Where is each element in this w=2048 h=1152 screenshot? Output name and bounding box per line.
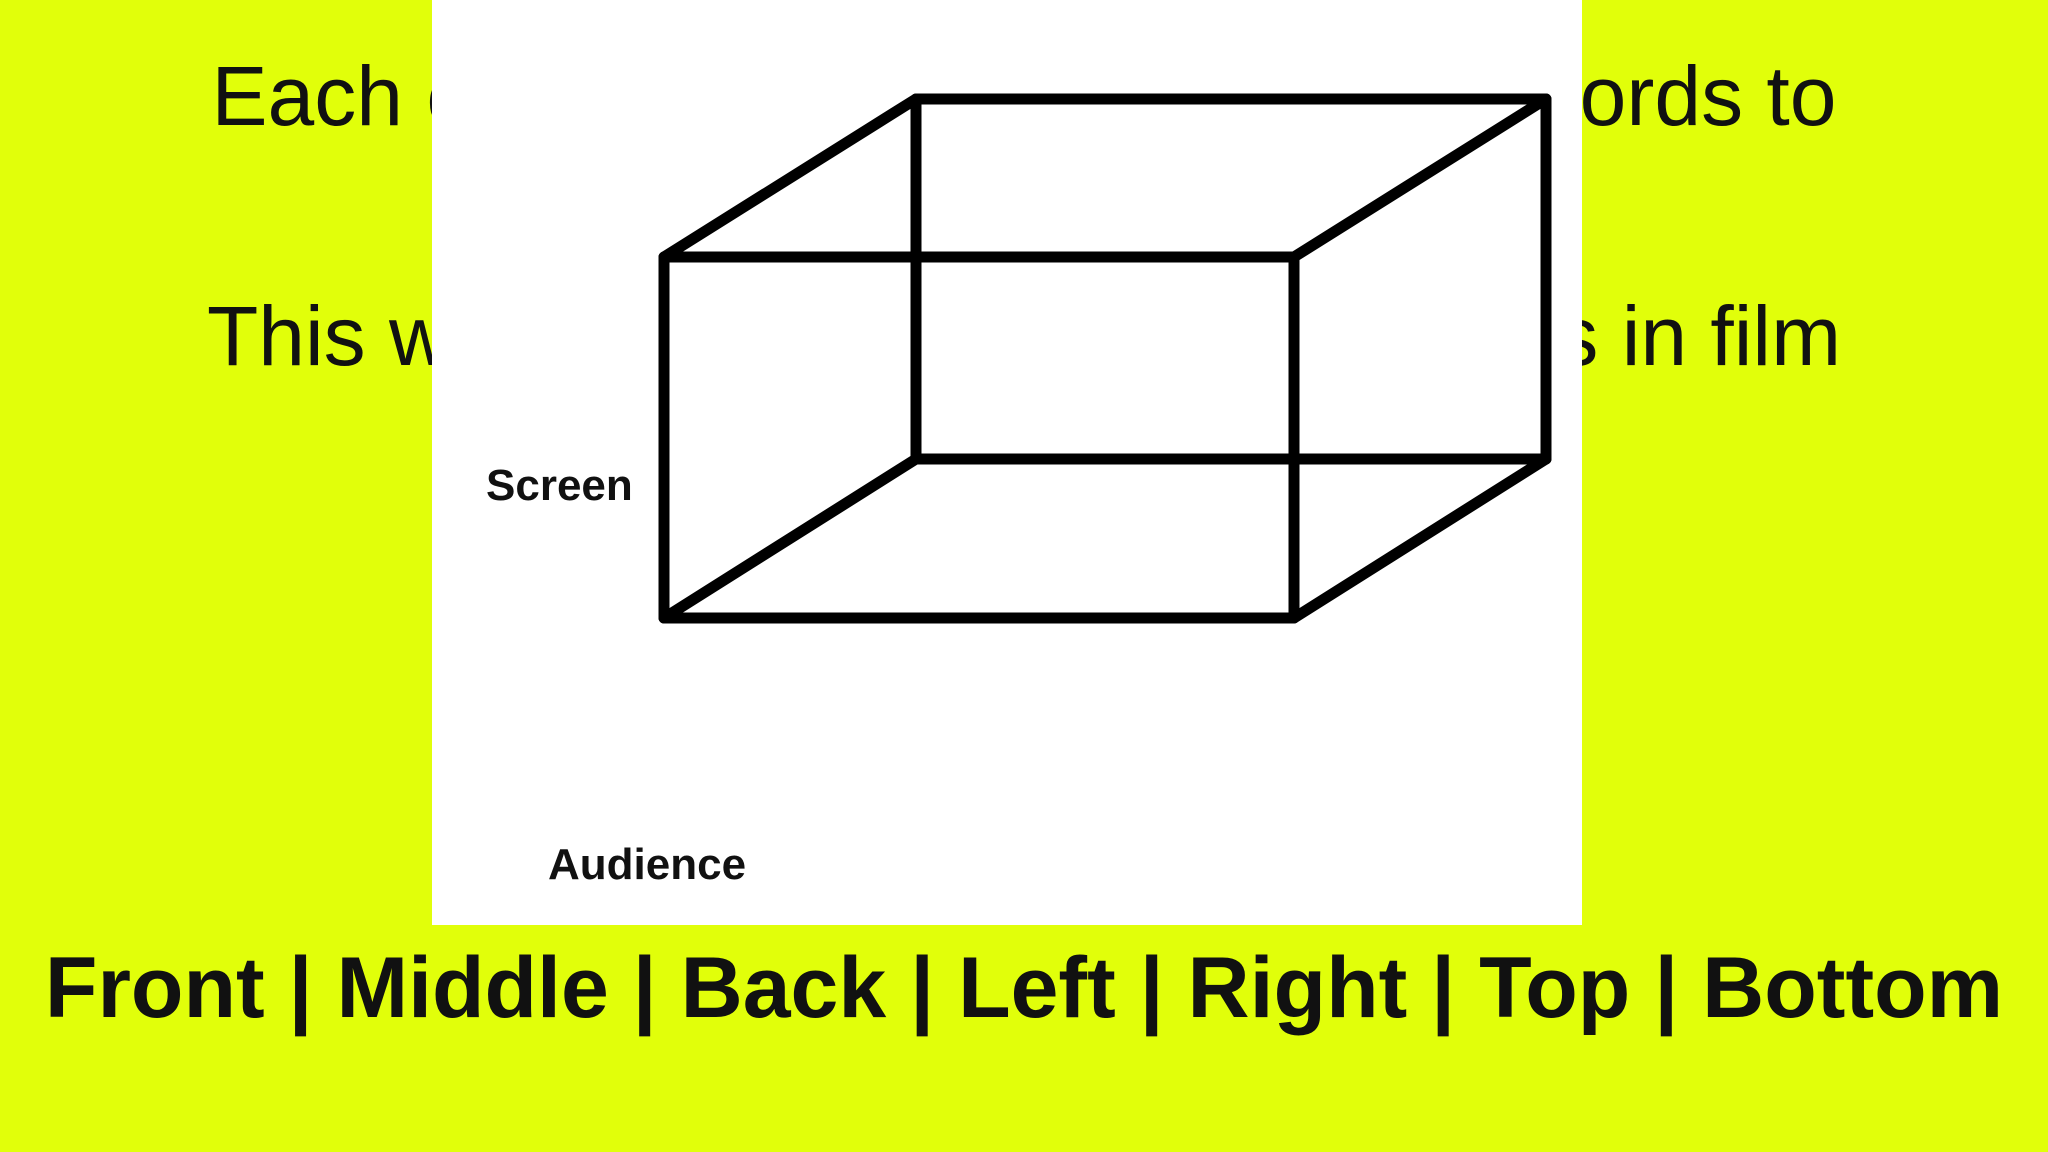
edge-bottom-right [1288, 453, 1552, 624]
edge-bottom-left [658, 453, 922, 624]
edge-top-left [658, 93, 922, 263]
edge-top-right [1288, 93, 1552, 263]
position-words-footer: Front | Middle | Back | Left | Right | T… [44, 940, 2004, 1036]
audience-label: Audience [548, 840, 747, 889]
box-diagram-image: Screen Audience [432, 0, 1582, 925]
screen-label: Screen [486, 461, 633, 510]
wireframe-box-diagram [658, 93, 1552, 624]
